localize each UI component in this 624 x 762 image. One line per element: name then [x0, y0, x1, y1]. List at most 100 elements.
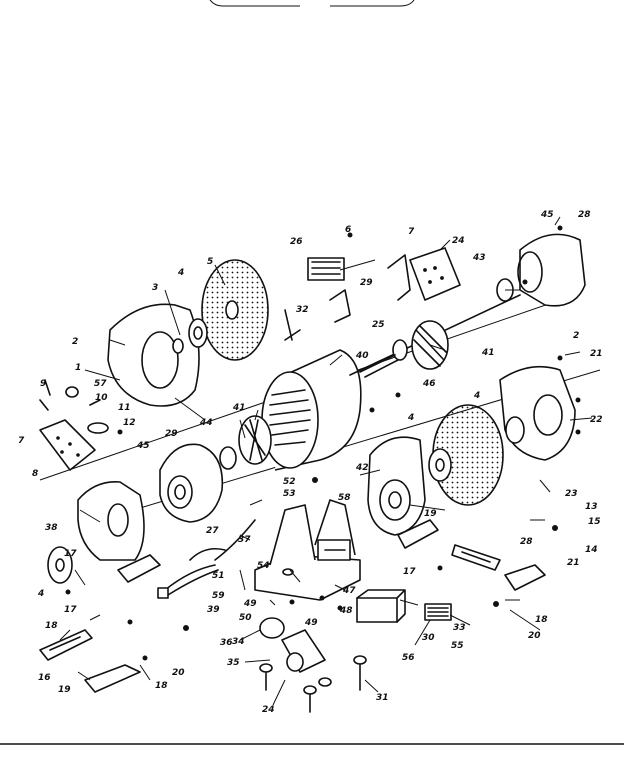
label-18: 18 — [535, 615, 548, 625]
label-54: 54 — [257, 561, 270, 571]
label-29: 29 — [165, 429, 178, 439]
label-29: 29 — [360, 278, 373, 288]
label-6: 6 — [345, 225, 351, 235]
label-31: 31 — [376, 693, 389, 703]
tool-rest-right — [504, 564, 546, 591]
power-cord — [164, 519, 256, 596]
label-4: 4 — [177, 268, 184, 278]
capacitor — [259, 617, 326, 673]
label-49: 49 — [304, 618, 318, 628]
label-25: 25 — [372, 320, 385, 330]
label-4: 4 — [37, 589, 44, 599]
label-17: 17 — [64, 549, 77, 559]
label-52: 52 — [283, 477, 296, 487]
label-23: 23 — [565, 489, 578, 499]
label-45: 45 — [136, 441, 150, 451]
label-4: 4 — [407, 413, 414, 423]
left-wheel-guard — [107, 303, 200, 407]
label-18: 18 — [45, 621, 58, 631]
label-32: 32 — [296, 305, 309, 315]
label-12: 12 — [123, 418, 136, 428]
label-48: 48 — [339, 606, 353, 616]
left-nut — [172, 338, 184, 354]
label-56: 56 — [402, 653, 415, 663]
label-53: 53 — [283, 489, 296, 499]
label-41: 41 — [481, 348, 495, 358]
fasteners — [65, 225, 581, 661]
label-37: 37 — [238, 535, 251, 545]
label-15: 15 — [588, 517, 601, 527]
label-38: 38 — [45, 523, 58, 533]
left-flange — [188, 318, 208, 348]
label-7: 7 — [18, 436, 25, 446]
tool-rest-left — [84, 664, 141, 693]
label-57: 57 — [94, 379, 107, 389]
label-49: 49 — [243, 599, 257, 609]
left-eye-shield — [39, 419, 96, 471]
label-10: 10 — [95, 393, 108, 403]
label-30: 30 — [422, 633, 435, 643]
label-7: 7 — [408, 227, 415, 237]
label-51: 51 — [212, 571, 225, 581]
label-21: 21 — [590, 349, 603, 359]
label-46: 46 — [422, 379, 436, 389]
label-17: 17 — [403, 567, 416, 577]
left-end-bell — [159, 443, 224, 523]
label-4: 4 — [473, 391, 480, 401]
label-50: 50 — [239, 613, 252, 623]
label-3: 3 — [152, 283, 158, 293]
label-28: 28 — [520, 537, 533, 547]
label-13: 13 — [585, 502, 598, 512]
label-19: 19 — [424, 509, 437, 519]
label-2: 2 — [72, 337, 78, 347]
part-labels: 1 2 2 3 4 4 4 4 5 6 7 7 8 9 10 11 12 13 … — [18, 210, 603, 715]
label-20: 20 — [172, 668, 185, 678]
label-45: 45 — [540, 210, 554, 220]
label-1: 1 — [75, 363, 81, 373]
label-14: 14 — [585, 545, 598, 555]
left-lower-guard — [77, 481, 145, 561]
label-59: 59 — [212, 591, 225, 601]
label-11: 11 — [118, 403, 131, 413]
label-24: 24 — [262, 705, 275, 715]
label-36: 36 — [220, 638, 233, 648]
armature — [349, 294, 521, 378]
label-35: 35 — [227, 658, 240, 668]
label-2: 2 — [573, 331, 579, 341]
label-24: 24 — [452, 236, 465, 246]
label-16: 16 — [38, 673, 51, 683]
label-58: 58 — [338, 493, 351, 503]
rubber-feet — [259, 655, 367, 713]
label-8: 8 — [32, 469, 38, 479]
top-edge-fragment — [209, 0, 415, 7]
label-21: 21 — [567, 558, 580, 568]
right-wheel-guard — [499, 365, 576, 461]
label-44: 44 — [199, 418, 213, 428]
label-34: 34 — [232, 637, 245, 647]
label-27: 27 — [206, 526, 219, 536]
label-17: 17 — [64, 605, 77, 615]
label-47: 47 — [342, 586, 356, 596]
label-43: 43 — [472, 253, 486, 263]
leader-lines — [59, 216, 593, 706]
label-5: 5 — [207, 257, 213, 267]
motor-base — [254, 499, 361, 601]
right-wheel-guard-cover — [519, 233, 586, 307]
label-39: 39 — [207, 605, 220, 615]
left-outer-flange — [47, 546, 73, 584]
label-26: 26 — [290, 237, 303, 247]
label-18: 18 — [155, 681, 168, 691]
bearing-left — [219, 446, 237, 470]
label-40: 40 — [355, 351, 369, 361]
label-41: 41 — [232, 403, 246, 413]
label-33: 33 — [453, 623, 466, 633]
eye-shield-assembly — [284, 247, 461, 341]
label-19: 19 — [58, 685, 71, 695]
motor-assembly: 1 2 2 3 4 4 4 4 5 6 7 7 8 9 10 11 12 13 … — [18, 210, 603, 715]
label-55: 55 — [451, 641, 464, 651]
label-28: 28 — [578, 210, 591, 220]
switch-box — [356, 597, 398, 623]
label-22: 22 — [590, 415, 603, 425]
label-20: 20 — [528, 631, 541, 641]
